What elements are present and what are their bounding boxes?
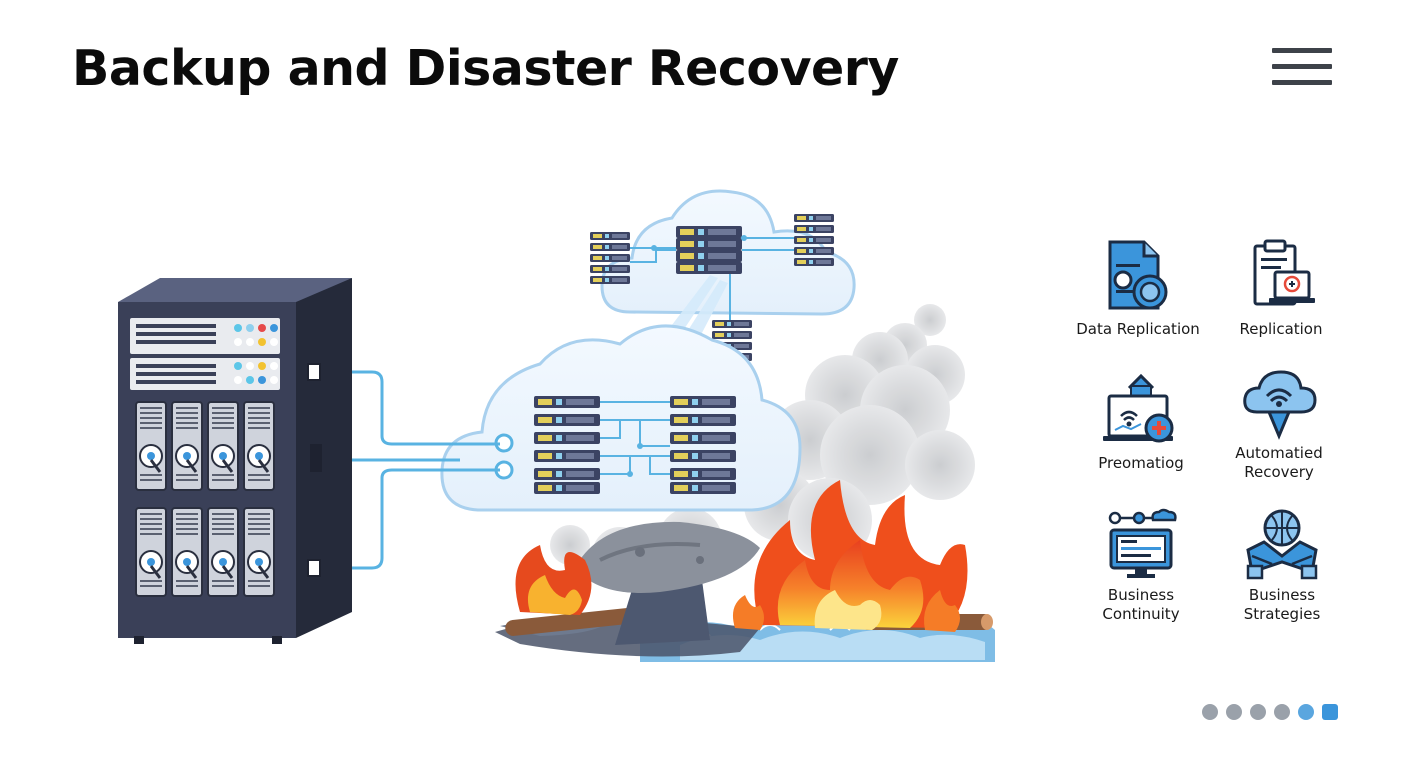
feature-label: Business Continuity (1102, 586, 1180, 623)
server-rack-icon (118, 278, 352, 644)
page-dot-active[interactable] (1322, 704, 1338, 720)
fire-icon (515, 480, 968, 632)
hamburger-menu-icon[interactable] (1270, 46, 1336, 90)
page-dot[interactable] (1274, 704, 1290, 720)
document-disc-icon (1108, 240, 1168, 310)
feature-label: Replication (1239, 320, 1323, 338)
page-dot[interactable] (1202, 704, 1218, 720)
cloud-icon (440, 324, 802, 512)
feature-label: Automatied Recovery (1235, 444, 1323, 481)
feature-preomatiog[interactable]: Preomatiog (1066, 372, 1216, 473)
feature-data-replication[interactable]: Data Replication (1063, 238, 1213, 339)
monitor-network-icon (1108, 508, 1177, 578)
server-cluster (590, 214, 834, 361)
clipboard-laptop-icon (1253, 239, 1315, 306)
feature-label: Business Strategies (1243, 586, 1321, 623)
page-dot[interactable] (1250, 704, 1266, 720)
feature-replication[interactable]: Replication (1206, 238, 1356, 339)
feature-label: Preomatiog (1098, 454, 1184, 472)
boulder (575, 521, 760, 645)
globe-hands-icon (1246, 509, 1318, 580)
page-title: Backup and Disaster Recovery (72, 40, 899, 97)
page-dot[interactable] (1226, 704, 1242, 720)
feature-label: Data Replication (1076, 320, 1200, 338)
pagination (1202, 702, 1338, 722)
laptop-home-plus-icon (1103, 373, 1174, 443)
cloud-wifi-download-icon (1243, 370, 1317, 440)
feature-business-continuity[interactable]: Business Continuity (1066, 508, 1216, 624)
feature-automatied-recovery[interactable]: Automatied Recovery (1204, 366, 1354, 482)
feature-business-strategies[interactable]: Business Strategies (1207, 506, 1357, 624)
page-dot[interactable] (1298, 704, 1314, 720)
